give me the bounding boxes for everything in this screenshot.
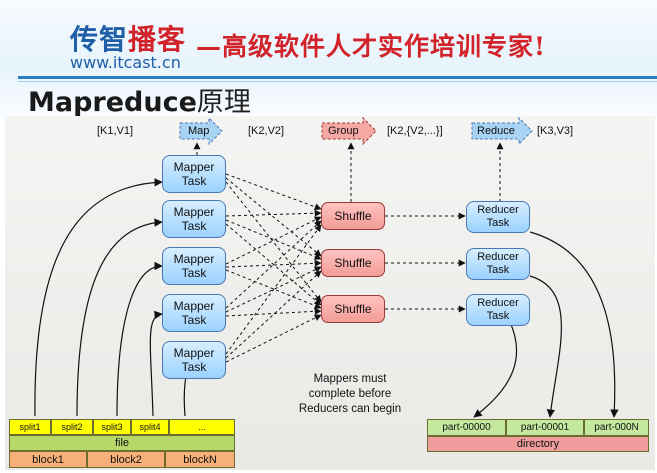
part-cell: part-00001: [506, 419, 584, 436]
mappers-note: Mappers must complete before Reducers ca…: [298, 373, 402, 415]
logo-url: www.itcast.cn: [70, 53, 181, 72]
mapper-task: Mapper Task: [162, 341, 226, 379]
block-cell: blockN: [165, 451, 235, 468]
slogan: —高级软件人才实作培训专家!: [196, 32, 546, 61]
part-cell: part-000N: [584, 419, 649, 436]
label-k1v1: [K1,V1]: [97, 125, 134, 137]
reduce-process-arrow: [471, 116, 533, 146]
split-cell: split4: [131, 419, 169, 435]
header-band: [0, 0, 657, 118]
mapper-task: Mapper Task: [162, 294, 226, 332]
diagram-arrows: [34, 116, 619, 418]
split-mapper-arrows: [34, 178, 192, 417]
mapper-task: Mapper Task: [162, 200, 226, 238]
label-map: Map: [188, 125, 210, 137]
part-cell: part-00000: [427, 419, 506, 436]
split-cell: split1: [9, 419, 51, 435]
shuffle-box: Shuffle: [321, 202, 385, 230]
header-rule-thin: [18, 81, 657, 82]
reducer-task: Reducer Task: [466, 201, 530, 233]
shuffle-reducer-arrows: [385, 212, 466, 313]
header-rule: [18, 76, 657, 79]
group-process-arrow: [321, 116, 377, 146]
itcast-logo: 传智播客: [70, 18, 186, 58]
split-cell: ...: [169, 419, 235, 435]
reducer-task: Reducer Task: [466, 294, 530, 326]
shuffle-box: Shuffle: [321, 249, 385, 277]
page-title: Mapreduce原理: [28, 80, 251, 119]
file-bar: file: [9, 435, 235, 451]
mapper-task: Mapper Task: [162, 247, 226, 285]
map-process-arrow: [179, 116, 223, 146]
block-cell: block2: [87, 451, 165, 468]
mapper-task: Mapper Task: [162, 155, 226, 193]
label-k2list: [K2,{V2,...}]: [387, 125, 443, 137]
page-title-cn: 原理: [196, 87, 251, 118]
label-reduce: Reduce: [477, 125, 515, 137]
logo-text-2: 播客: [128, 24, 187, 55]
mapreduce-diagram: [K1,V1] Map [K2,V2] Group [K2,{V2,...}] …: [5, 116, 655, 470]
page-title-latin: Mapreduce: [28, 87, 197, 118]
split-cell: split2: [51, 419, 93, 435]
label-k3v3: [K3,V3]: [537, 125, 574, 137]
block-cell: block1: [9, 451, 87, 468]
reducer-task: Reducer Task: [466, 248, 530, 280]
shuffle-box: Shuffle: [321, 295, 385, 323]
mapper-shuffle-arrows: [225, 173, 322, 363]
reducer-part-arrows: [473, 231, 619, 418]
split-cell: split3: [93, 419, 131, 435]
directory-bar: directory: [427, 436, 649, 452]
label-group: Group: [328, 125, 359, 137]
logo-text-1: 传智: [70, 24, 129, 55]
label-k2v2: [K2,V2]: [248, 125, 285, 137]
